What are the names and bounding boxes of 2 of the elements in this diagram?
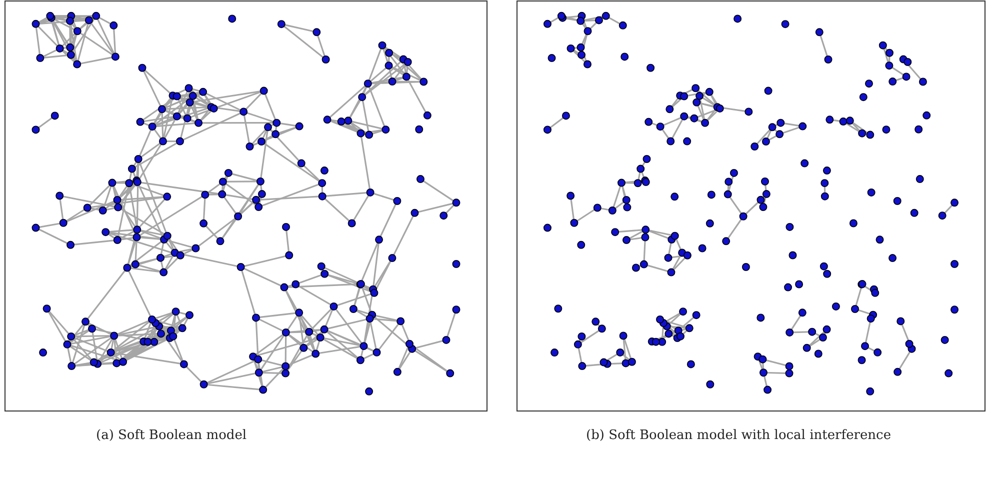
figure-caption: (b) Soft Boolean model with local interference <box>586 428 892 443</box>
figure-caption: (a) Soft Boolean model <box>96 428 247 443</box>
